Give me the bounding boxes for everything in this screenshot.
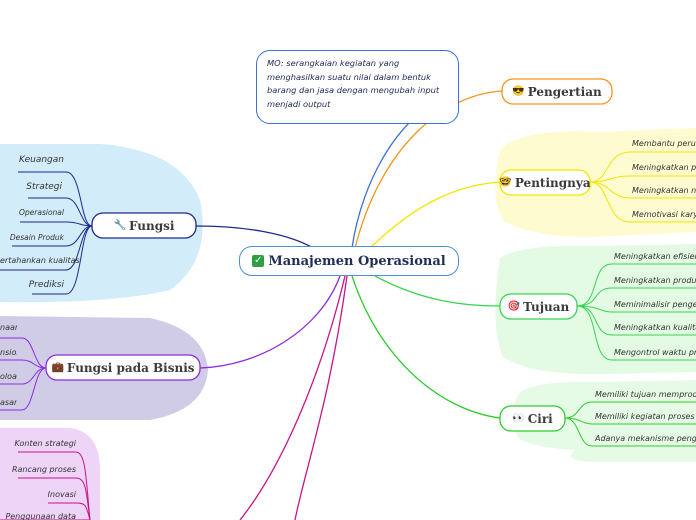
- fungsi-node-border: [91, 212, 197, 239]
- pentingnya-item[interactable]: Meningkatkan prod: [632, 163, 696, 172]
- pentingnya-item[interactable]: Meningkatkan niat: [632, 186, 696, 195]
- fungsi-item[interactable]: Desain Produk: [9, 233, 64, 242]
- branch-pengertian-label: Pengertian: [527, 84, 602, 99]
- wrench-icon: 🔧: [113, 220, 126, 231]
- tujuan-item[interactable]: Meningkatkan efisiensi: [614, 252, 696, 261]
- branch-fungsi[interactable]: 🔧 Fungsi: [92, 213, 196, 238]
- definition-note-text: MO: serangkaian kegiatan yang menghasilk…: [267, 58, 440, 109]
- fungsi-item[interactable]: Keuangan: [19, 155, 64, 165]
- ciri-node-border: [499, 405, 566, 432]
- ciri-cloud: [512, 380, 696, 462]
- tujuan-item[interactable]: Mengontrol waktu proses: [614, 348, 696, 357]
- bisnis-node-border: [45, 354, 201, 381]
- sunglasses-face-icon: 😎: [512, 86, 525, 97]
- bisnis-item[interactable]: naan: [0, 323, 17, 332]
- bisnis-item[interactable]: oloah: [0, 372, 17, 381]
- fungsi-item[interactable]: ertahankan kualitas: [0, 256, 80, 265]
- lower-item[interactable]: Konten strategi: [14, 439, 76, 448]
- tujuan-item[interactable]: Meningkatkan kualitas: [614, 323, 696, 332]
- ciri-item[interactable]: Memiliki kegiatan proses peng: [595, 412, 696, 421]
- ciri-item[interactable]: Adanya mekanisme pengendal: [595, 434, 696, 443]
- bisnis-item[interactable]: nsion: [0, 348, 17, 357]
- branch-ciri-label: Ciri: [527, 411, 553, 426]
- bisnis-item[interactable]: asan: [0, 398, 17, 407]
- lower-item[interactable]: Penggunaan data: [5, 512, 76, 520]
- central-topic[interactable]: ✓ Manajemen Operasional: [239, 246, 459, 276]
- branch-pengertian[interactable]: 😎 Pengertian: [502, 79, 612, 104]
- definition-note[interactable]: MO: serangkaian kegiatan yang menghasilk…: [256, 50, 459, 124]
- tujuan-node-border: [499, 293, 578, 320]
- lower-connector-1: [239, 275, 346, 520]
- ciri-connector: [351, 275, 501, 419]
- branch-tujuan[interactable]: 🎯 Tujuan: [500, 294, 577, 319]
- pentingnya-connector: [369, 181, 501, 249]
- pentingnya-item[interactable]: Memotivasi karyaw: [632, 210, 696, 219]
- lower-cloud: [0, 428, 100, 520]
- pentingnya-node-border: [499, 169, 591, 196]
- bisnis-connector: [199, 275, 341, 369]
- branch-fungsi-bisnis[interactable]: 💼 Fungsi pada Bisnis: [46, 355, 200, 380]
- eyes-icon: 👀: [512, 413, 525, 424]
- branch-fungsi-bisnis-label: Fungsi pada Bisnis: [66, 360, 195, 375]
- branch-tujuan-label: Tujuan: [523, 299, 570, 314]
- tujuan-item[interactable]: Meningkatkan produktivi: [614, 276, 696, 285]
- tujuan-cloud: [495, 244, 696, 375]
- branch-pentingnya-label: Pentingnya: [514, 175, 591, 190]
- fungsi-item[interactable]: Strategi: [26, 182, 62, 192]
- branch-ciri[interactable]: 👀 Ciri: [500, 406, 565, 431]
- pengertian-node-border: [501, 78, 613, 105]
- briefcase-icon: 💼: [51, 362, 64, 373]
- check-icon: ✓: [252, 255, 265, 267]
- branch-fungsi-label: Fungsi: [128, 218, 175, 233]
- target-icon: 🎯: [507, 301, 521, 312]
- pentingnya-item[interactable]: Membantu perusah: [632, 139, 696, 148]
- lower-connector-2: [294, 275, 348, 520]
- pengertian-connector: [354, 90, 503, 249]
- fungsi-connector: [195, 225, 321, 253]
- tujuan-connector: [374, 275, 501, 307]
- nerd-face-icon: 🤓: [499, 177, 512, 188]
- lower-item[interactable]: Rancang proses: [11, 465, 76, 474]
- fungsi-item[interactable]: Operasional: [19, 208, 64, 217]
- branch-pentingnya[interactable]: 🤓 Pentingnya: [499, 170, 591, 195]
- tujuan-item[interactable]: Meminimalisir pengelua: [614, 300, 696, 309]
- central-topic-label: Manajemen Operasional: [268, 253, 446, 269]
- fungsi-item[interactable]: Prediksi: [28, 280, 64, 290]
- ciri-item[interactable]: Memiliki tujuan memproduksi: [595, 390, 696, 399]
- lower-item[interactable]: Inovasi: [47, 490, 76, 499]
